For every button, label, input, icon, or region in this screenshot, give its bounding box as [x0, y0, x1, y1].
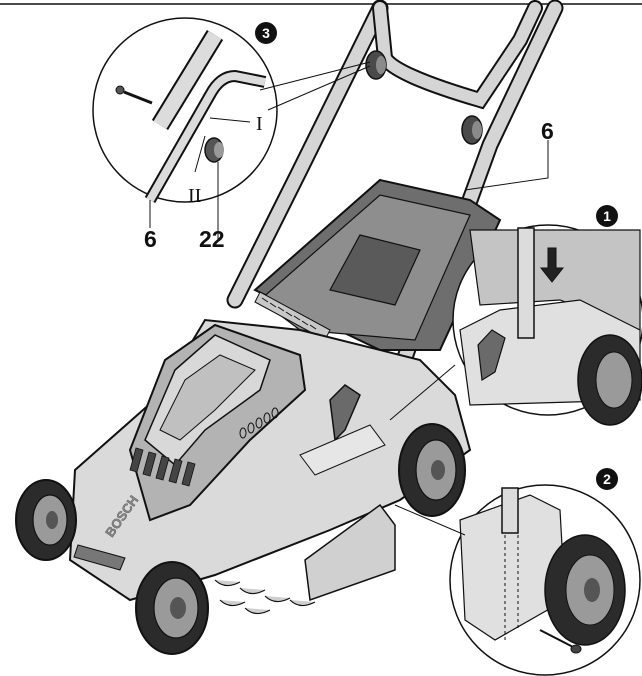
rear-flap — [304, 503, 396, 602]
step-badge-3: 3 — [255, 22, 277, 44]
step-badge-2: 2 — [596, 468, 618, 490]
label-handle-detail: 6 — [144, 226, 157, 252]
handle-knob-upper — [365, 50, 387, 80]
height-scale — [299, 424, 386, 476]
detail-circle-lever — [452, 224, 642, 426]
side-vents — [239, 407, 279, 439]
grass-comb — [214, 579, 316, 615]
label-handle-main: 6 — [541, 118, 554, 144]
clamp-knob-icon — [204, 137, 224, 163]
wheel-front-left — [15, 479, 77, 561]
mower: BOSCH — [15, 0, 564, 655]
label-position-upper: I — [256, 113, 263, 135]
down-arrow-icon — [539, 247, 565, 283]
label-clamp-knob: 22 — [199, 226, 225, 252]
grass-box-grille — [254, 291, 331, 341]
detail-circle-handle — [92, 17, 278, 240]
height-adjust-lever — [329, 384, 361, 442]
screw-icon — [539, 629, 582, 654]
bolt-icon — [115, 85, 153, 105]
wheel-rear-right — [398, 423, 466, 517]
wheel-front-right — [135, 561, 209, 655]
label-position-lower: II — [188, 185, 202, 207]
detail-circle-wheel — [449, 484, 641, 676]
handle-knob-lower — [461, 115, 483, 145]
grass-box-window — [329, 234, 421, 306]
step-badge-1: 1 — [596, 205, 618, 227]
front-grille — [73, 544, 126, 571]
motor-vents — [129, 447, 196, 487]
